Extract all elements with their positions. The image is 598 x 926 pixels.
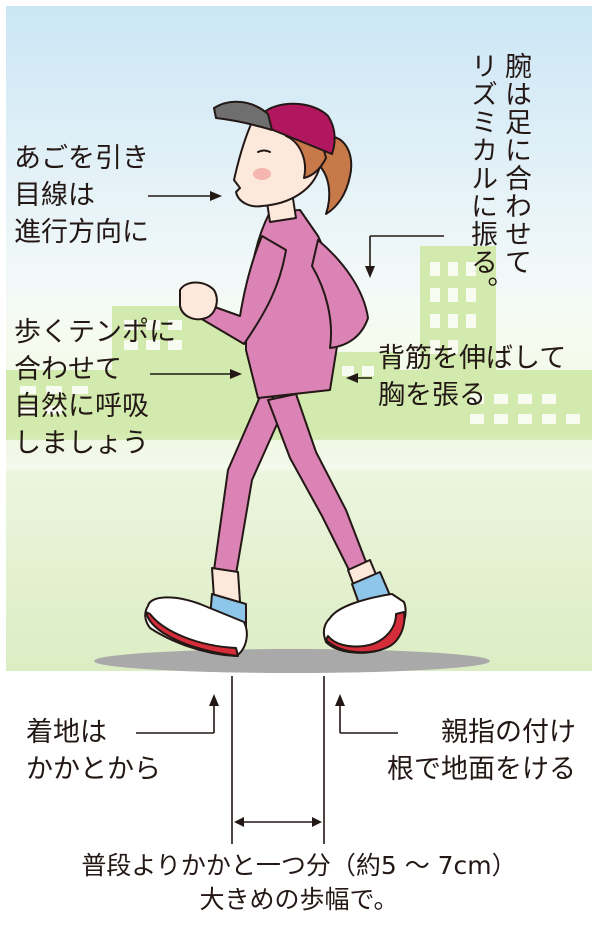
stride-caption-line-2: 大きめの歩幅で。 <box>199 885 399 914</box>
annotation-line: あごを引き <box>14 143 149 174</box>
annotation-toe: 親指の付け 根で地面をける <box>358 714 576 788</box>
annotation-breathing: 歩くテンポに 合わせて 自然に呼吸 しましょう <box>14 314 176 462</box>
pointer-lines <box>136 195 444 844</box>
stride-caption-line-1: 普段よりかかと一つ分（約5 ～ 7cm） <box>81 851 517 880</box>
annotation-line: 親指の付け <box>441 717 576 748</box>
annotation-line: 歩くテンポに <box>14 317 176 348</box>
annotation-line: しましょう <box>14 428 149 459</box>
annotation-chin: あごを引き 目線は 進行方向に <box>14 140 149 251</box>
annotation-back: 背筋を伸ばして 胸を張る <box>378 340 566 414</box>
building-windows <box>20 262 580 424</box>
annotation-line: 進行方向に <box>14 217 149 248</box>
arrow-icon <box>209 191 375 827</box>
walking-woman <box>144 100 407 657</box>
annotation-line: かかとから <box>26 754 161 785</box>
annotation-line: 着地は <box>26 717 107 748</box>
annotation-heel: 着地は かかとから <box>26 714 161 788</box>
annotation-line: 合わせて <box>14 354 122 385</box>
annotation-line: 目線は <box>14 180 95 211</box>
annotation-line: 胸を張る <box>378 380 486 411</box>
ground-shadow <box>94 649 490 673</box>
annotation-line: 根で地面をける <box>387 754 576 785</box>
annotation-line: 背筋を伸ばして <box>378 343 567 374</box>
annotation-arms-line-1: 腕は足に合わせて <box>500 52 531 276</box>
annotation-arms-line-2: リズミカルに振る。 <box>466 52 497 304</box>
annotation-line: 自然に呼吸 <box>14 391 149 422</box>
